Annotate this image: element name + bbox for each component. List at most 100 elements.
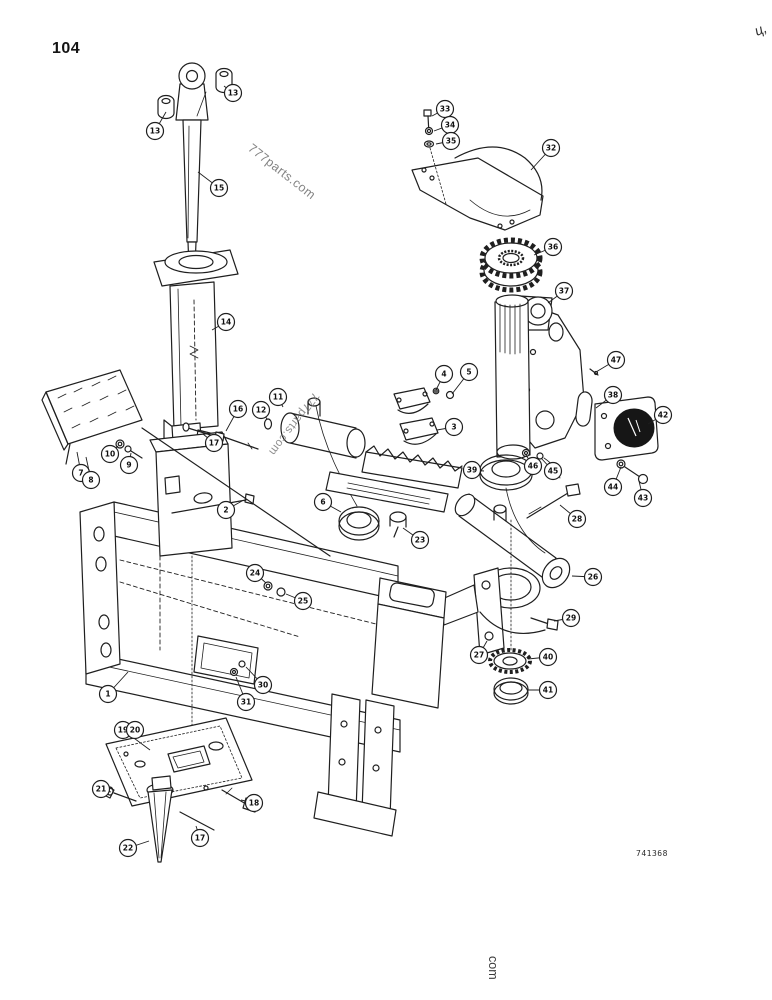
- svg-text:26: 26: [588, 573, 598, 582]
- svg-text:37: 37: [559, 287, 569, 296]
- svg-text:13: 13: [150, 127, 160, 136]
- callout-32: 32: [530, 138, 561, 171]
- svg-text:19: 19: [118, 726, 128, 735]
- svg-text:34: 34: [445, 121, 455, 130]
- svg-text:14: 14: [221, 318, 231, 327]
- drawing-number: 741368: [636, 849, 668, 858]
- svg-text:1: 1: [105, 690, 110, 699]
- callout-36: 36: [533, 237, 563, 257]
- svg-text:2: 2: [223, 506, 228, 515]
- callout-23: 23: [402, 527, 430, 550]
- svg-text:3: 3: [451, 423, 456, 432]
- guard-bolt-hardware: [423, 109, 435, 148]
- svg-text:42: 42: [658, 411, 668, 420]
- callout-25: 25: [285, 591, 313, 611]
- svg-text:4: 4: [441, 370, 446, 379]
- svg-text:31: 31: [241, 698, 251, 707]
- svg-text:36: 36: [548, 243, 558, 252]
- callout-46: 46: [523, 454, 543, 476]
- callout-16: 16: [225, 399, 248, 432]
- callout-44: 44: [603, 466, 623, 497]
- svg-text:15: 15: [214, 184, 224, 193]
- svg-text:6: 6: [320, 498, 325, 507]
- callout-12: 12: [251, 400, 271, 420]
- svg-text:22: 22: [123, 844, 133, 853]
- svg-text:16: 16: [233, 405, 243, 414]
- callout-5: 5: [451, 362, 479, 395]
- lower-pivot-assembly: [439, 493, 571, 705]
- callout-8: 8: [81, 456, 101, 490]
- page-number: 104: [52, 40, 81, 57]
- lift-cylinder-assembly: [153, 62, 239, 460]
- svg-text:10: 10: [105, 450, 115, 459]
- callout-9: 9: [119, 452, 139, 475]
- callout-38: 38: [595, 385, 623, 409]
- svg-text:32: 32: [546, 144, 556, 153]
- callout-34: 34: [433, 115, 460, 135]
- callout-31: 31: [235, 676, 256, 712]
- callout-1: 1: [98, 671, 129, 704]
- callout-13: 13: [145, 111, 167, 141]
- callout-30: 30: [245, 666, 273, 695]
- callout-17: 17: [190, 825, 210, 848]
- callout-33: 33: [431, 99, 455, 119]
- callout-45: 45: [540, 457, 563, 481]
- svg-text:35: 35: [446, 137, 456, 146]
- callout-15: 15: [197, 171, 229, 198]
- svg-text:45: 45: [548, 467, 558, 476]
- callout-4: 4: [434, 364, 454, 391]
- rubber-bumper: [613, 408, 655, 448]
- svg-text:33: 33: [440, 105, 450, 114]
- callout-39: 39: [462, 460, 485, 480]
- callout-27: 27: [469, 640, 489, 665]
- svg-text:12: 12: [256, 406, 266, 415]
- svg-text:44: 44: [608, 483, 618, 492]
- svg-text:41: 41: [543, 686, 553, 695]
- swing-shaft-and-tower: [494, 294, 599, 460]
- callout-41: 41: [528, 680, 558, 700]
- svg-text:29: 29: [566, 614, 576, 623]
- svg-text:28: 28: [572, 515, 582, 524]
- svg-text:47: 47: [611, 356, 621, 365]
- bumper-assembly: [575, 391, 659, 485]
- svg-text:18: 18: [249, 799, 259, 808]
- svg-text:24: 24: [250, 569, 260, 578]
- svg-text:25: 25: [298, 597, 308, 606]
- svg-text:30: 30: [258, 681, 268, 690]
- callout-3: 3: [436, 417, 464, 437]
- base-plate-and-spike: [101, 717, 259, 863]
- step-plate-assembly: [41, 369, 331, 557]
- callout-43: 43: [633, 480, 653, 508]
- svg-text:7: 7: [78, 469, 83, 478]
- svg-text:5: 5: [466, 368, 471, 377]
- callout-13: 13: [223, 83, 243, 103]
- svg-text:46: 46: [528, 462, 538, 471]
- callout-28: 28: [559, 504, 587, 529]
- svg-text:40: 40: [543, 653, 553, 662]
- callout-20: 20: [125, 720, 145, 740]
- callout-35: 35: [435, 131, 461, 151]
- svg-text:27: 27: [474, 651, 484, 660]
- svg-text:17: 17: [195, 834, 205, 843]
- svg-text:13: 13: [228, 89, 238, 98]
- callout-6: 6: [313, 492, 342, 513]
- svg-text:17: 17: [209, 439, 219, 448]
- callout-40: 40: [527, 647, 558, 667]
- guard-plate-assembly: [411, 109, 544, 231]
- svg-text:9: 9: [126, 461, 131, 470]
- callout-47: 47: [595, 350, 626, 373]
- svg-text:8: 8: [88, 476, 93, 485]
- main-frame: [79, 431, 447, 837]
- callout-2: 2: [216, 500, 243, 520]
- callout-37: 37: [547, 281, 574, 304]
- svg-text:43: 43: [638, 494, 648, 503]
- tube-and-clamps: [280, 387, 463, 513]
- pivot-bolt: [526, 483, 581, 519]
- svg-text:21: 21: [96, 785, 106, 794]
- callout-29: 29: [553, 608, 581, 628]
- callout-11: 11: [268, 387, 288, 408]
- watermark-fragment-bottom: com: [486, 956, 500, 980]
